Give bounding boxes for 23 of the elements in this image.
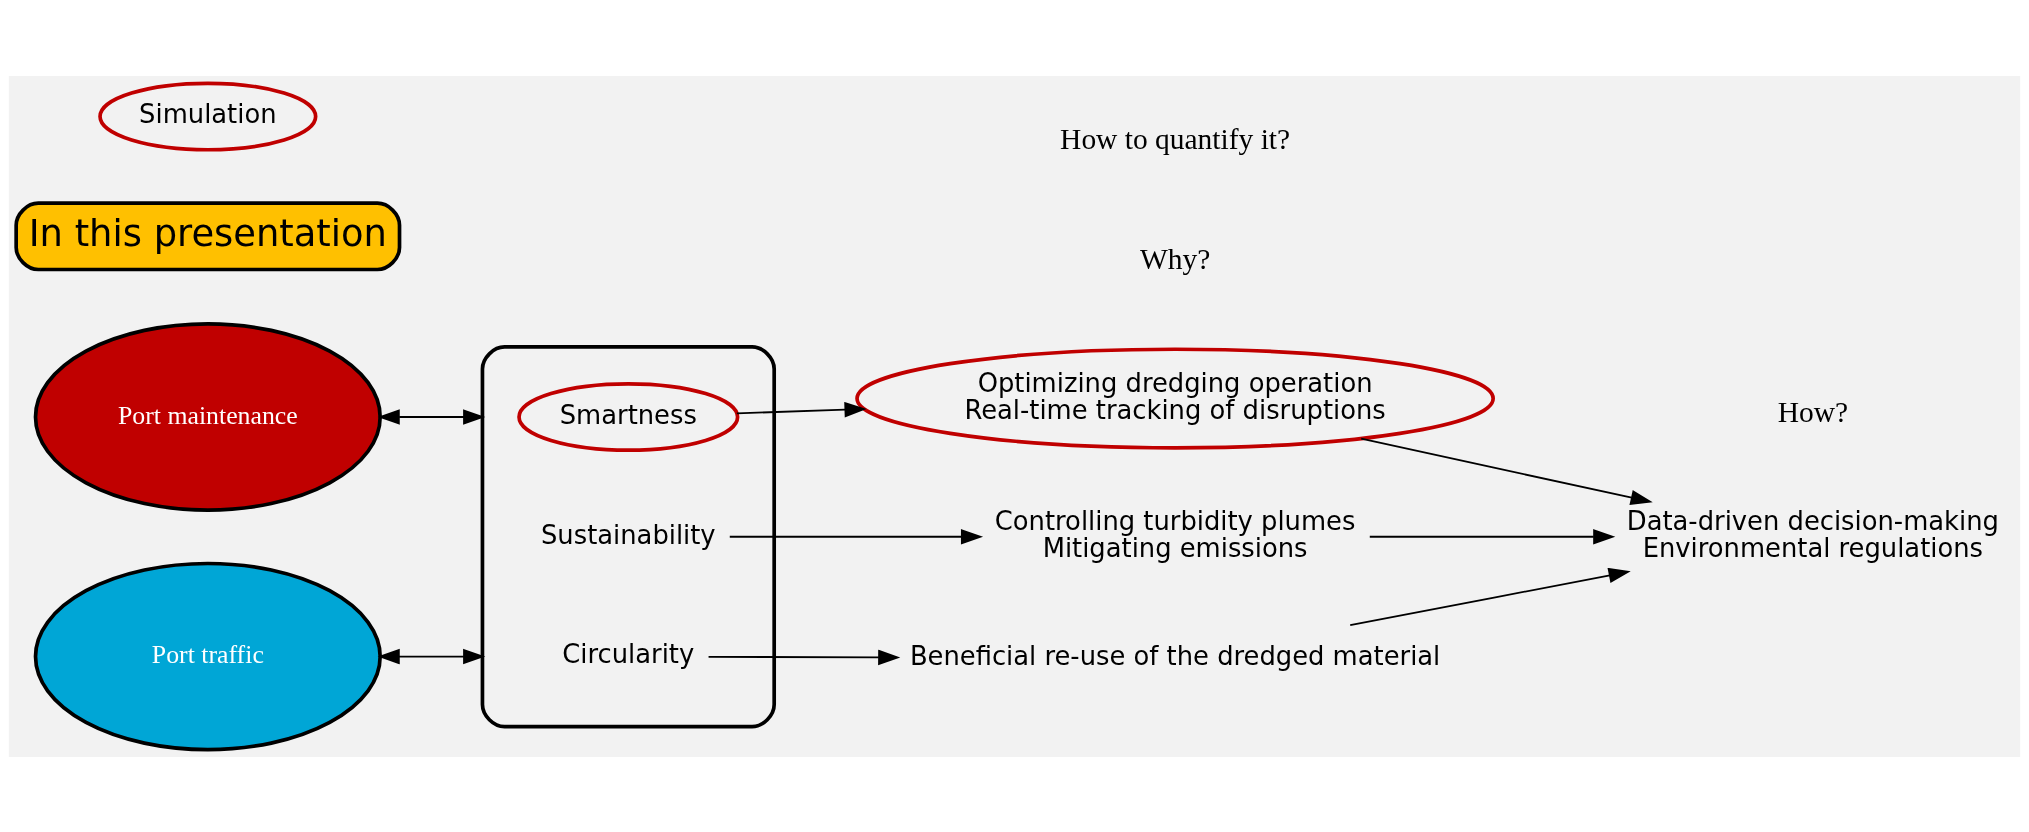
node-text: Sustainability [540, 519, 716, 550]
node-ellipse: Port traffic [33, 561, 382, 751]
arrow [735, 401, 867, 417]
arrow [377, 648, 486, 664]
arrow [1368, 528, 1616, 544]
label: Why? [1139, 242, 1211, 275]
label: How? [1777, 395, 1849, 428]
arrow [728, 528, 984, 544]
cluster [480, 344, 777, 728]
arrow [1349, 567, 1631, 626]
node-ellipse: Simulation [98, 81, 318, 152]
node-ellipse: Optimizing dredging operation Real-time tracking of disruptions [855, 346, 1495, 450]
node-text: Controlling turbidity plumes Mitigating emissions [994, 505, 1356, 563]
node-text: Circularity [562, 638, 695, 669]
node-box: In this presentation [14, 200, 402, 271]
label: How to quantify it? [1060, 122, 1291, 155]
node-ellipse: Smartness [517, 381, 740, 452]
node-text: Data-driven decision-making Environmental regulations [1626, 505, 1999, 563]
node-ellipse: Port maintenance [33, 321, 382, 512]
arrow [377, 408, 486, 425]
node-text: Beneficial re-use of the dredged material [909, 640, 1441, 671]
arrow [707, 649, 901, 665]
arrow [1360, 437, 1653, 505]
